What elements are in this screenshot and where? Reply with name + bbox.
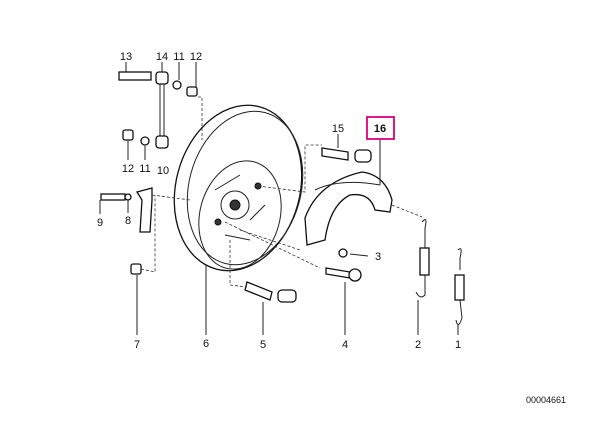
brake-shoe xyxy=(304,171,393,246)
callout-11b: 11 xyxy=(139,163,150,175)
callout-labels: 13 14 11 12 15 16 12 11 10 9 8 3 7 6 5 4… xyxy=(97,51,461,351)
highlight-box xyxy=(366,116,395,140)
callout-11: 11 xyxy=(173,51,184,63)
diagram-reference-number: 00004661 xyxy=(526,395,566,405)
callout-5: 5 xyxy=(260,339,266,351)
springs-and-pins xyxy=(244,147,465,325)
callout-6: 6 xyxy=(203,338,209,350)
callout-15: 15 xyxy=(332,123,344,135)
callout-10: 10 xyxy=(157,165,169,177)
callout-8: 8 xyxy=(125,215,131,227)
callout-12: 12 xyxy=(190,51,202,63)
callout-14: 14 xyxy=(156,51,168,63)
callout-7: 7 xyxy=(134,339,140,351)
callout-1: 1 xyxy=(455,339,461,351)
callout-2: 2 xyxy=(415,339,421,351)
callout-12b: 12 xyxy=(122,163,134,175)
callout-13: 13 xyxy=(120,51,132,63)
link-assembly xyxy=(100,71,198,275)
brake-drum xyxy=(173,104,304,272)
leader-lines xyxy=(99,62,459,335)
callout-4: 4 xyxy=(342,339,348,351)
callout-9: 9 xyxy=(97,217,103,229)
callout-16[interactable]: 16 xyxy=(374,123,386,135)
callout-3: 3 xyxy=(375,251,381,263)
